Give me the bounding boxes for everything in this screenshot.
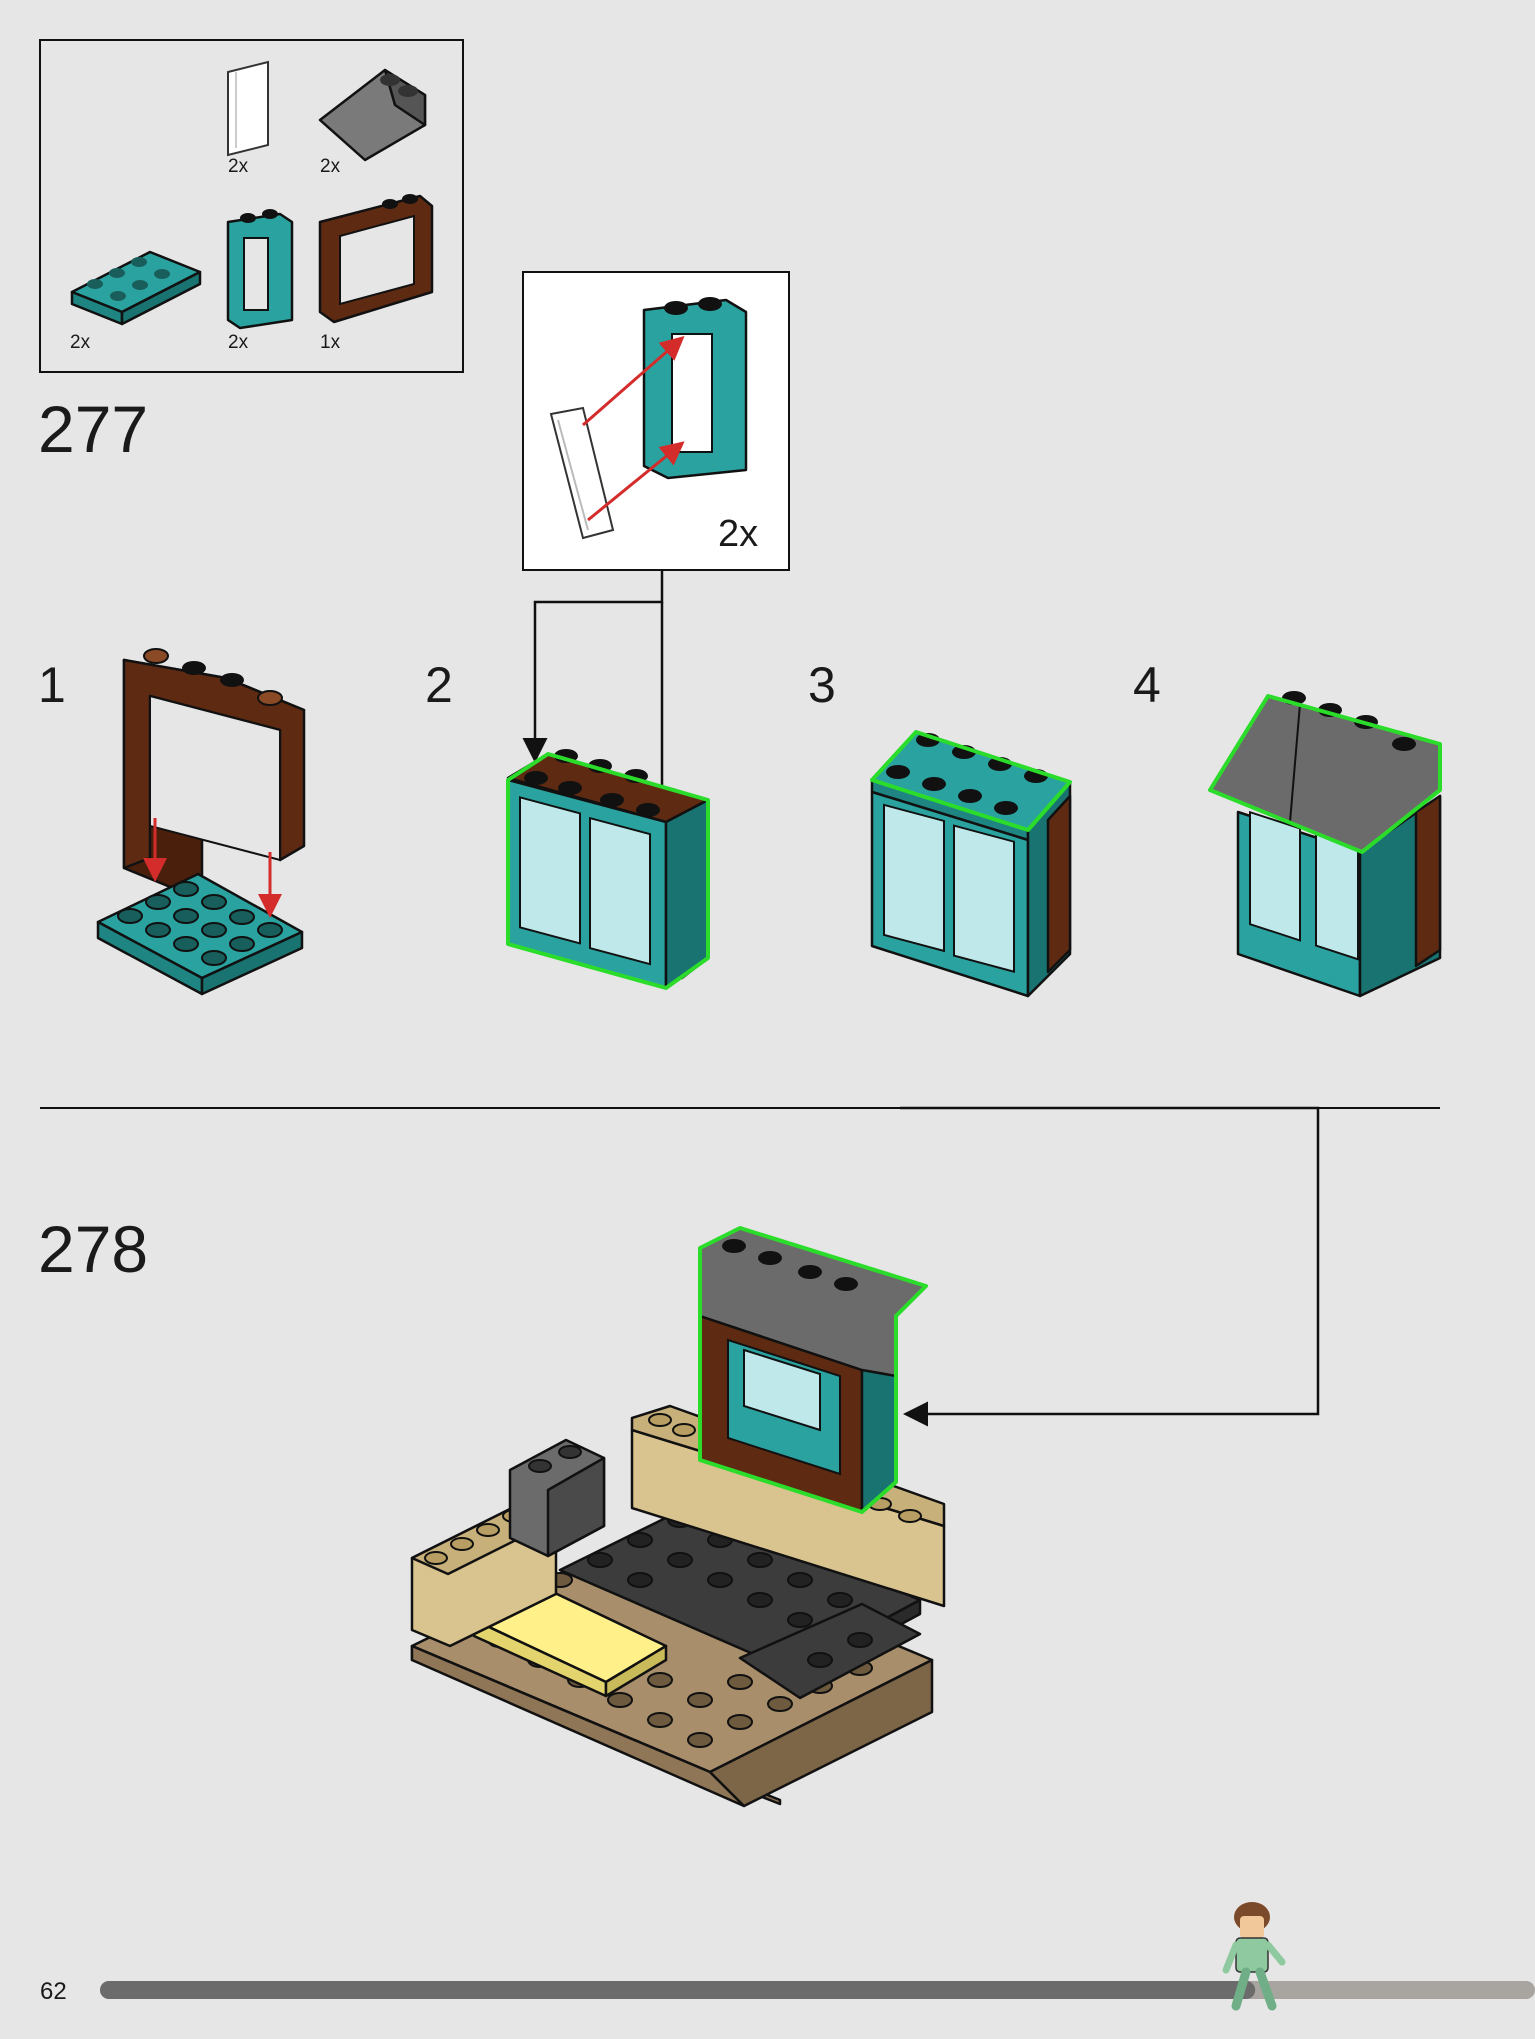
progress-bar <box>100 1981 1535 1999</box>
step-number-278: 278 <box>38 1212 148 1286</box>
parts-list-box: 2x 2x 2x 2x <box>39 39 464 373</box>
substep-2-label: 2 <box>425 657 453 713</box>
page-number: 62 <box>40 1978 67 2005</box>
substep-3-label: 3 <box>808 657 836 713</box>
brown-window-frame-part <box>318 194 434 324</box>
subassembly-callout: 2x <box>522 271 790 571</box>
teal-plate-part <box>70 250 202 326</box>
brown-window-frame-qty: 1x <box>320 332 341 353</box>
teal-plate-qty: 2x <box>70 332 91 353</box>
substep-1-model <box>96 648 306 996</box>
teal-window-frame-part <box>226 209 294 330</box>
slope-brick-part <box>318 68 427 162</box>
substep-3-model <box>870 730 1072 998</box>
teal-window-frame-qty: 2x <box>228 332 249 353</box>
step-number-277: 277 <box>38 392 148 466</box>
glass-pane-part <box>227 60 269 157</box>
substep-4-label: 4 <box>1133 657 1161 713</box>
callout-qty: 2x <box>718 513 758 555</box>
slope-brick-qty: 2x <box>320 156 341 177</box>
substep-4-model <box>1208 691 1442 998</box>
callout-connector <box>522 570 675 813</box>
substep-1-label: 1 <box>38 657 66 713</box>
minifigure-icon <box>1222 1902 1286 2011</box>
placement-arrow <box>900 1106 1320 1427</box>
substep-2-model <box>506 749 710 990</box>
glass-pane-qty: 2x <box>228 156 249 177</box>
progress-fill <box>100 1981 1256 1999</box>
step-278-model <box>410 1226 946 1808</box>
